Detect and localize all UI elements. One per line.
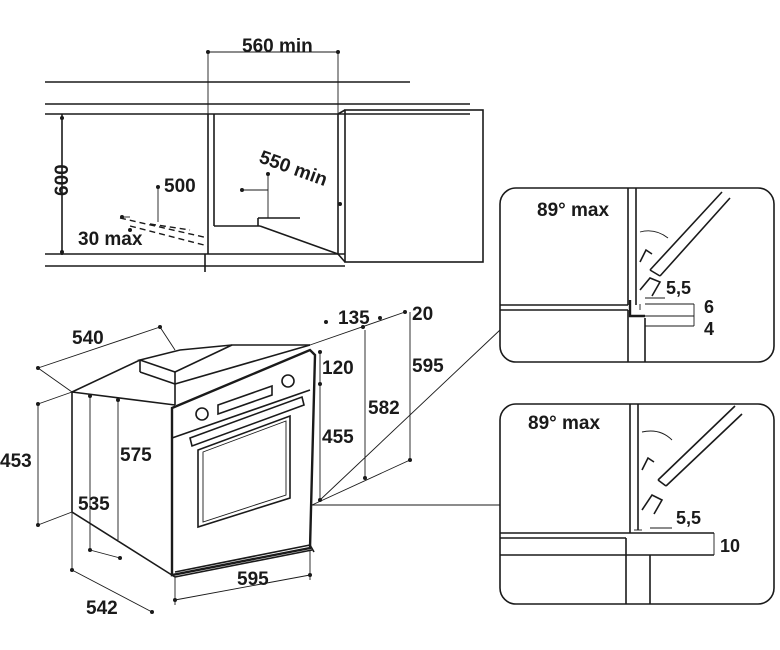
cabinet-width-label: 560 min — [242, 36, 313, 57]
detail-top-gap-label: 5,5 — [666, 278, 691, 298]
detail-top-box — [499, 187, 775, 363]
cabinet-depth-label: 550 min — [256, 147, 330, 191]
detail-bottom-angle-label: 89° max — [528, 413, 600, 434]
oven-dimensions — [36, 310, 501, 614]
detail-top-offset-b-label: 4 — [704, 319, 714, 339]
oven-depth-label: 540 — [72, 328, 104, 349]
oven-panel-thickness-label: 20 — [412, 304, 433, 325]
oven-body-depth-label: 575 — [120, 445, 152, 466]
detail-bottom-offset-label: 10 — [720, 536, 740, 556]
oven-bottom-depth-label: 542 — [86, 598, 118, 619]
oven-base-depth-label: 535 — [78, 494, 110, 515]
oven-drawing — [71, 344, 317, 578]
cabinet-height-label: 600 — [52, 164, 73, 196]
oven-panel-depth-label: 135 — [338, 308, 370, 329]
oven-inner-height-label: 582 — [368, 398, 400, 419]
oven-cavity-height-label: 455 — [322, 427, 354, 448]
oven-width-label: 595 — [237, 569, 269, 590]
cabinet-vent-label: 500 — [164, 176, 196, 197]
cabinet-drawing — [45, 50, 484, 272]
cabinet-gap-label: 30 max — [78, 229, 143, 250]
oven-height-label: 595 — [412, 356, 444, 377]
detail-bottom-box — [499, 403, 775, 605]
oven-body-height-label: 453 — [0, 451, 32, 472]
oven-top-offset-label: 120 — [322, 358, 354, 379]
detail-top-angle-label: 89° max — [537, 200, 609, 221]
detail-bottom-gap-label: 5,5 — [676, 508, 701, 528]
detail-top-offset-a-label: 6 — [704, 297, 714, 317]
